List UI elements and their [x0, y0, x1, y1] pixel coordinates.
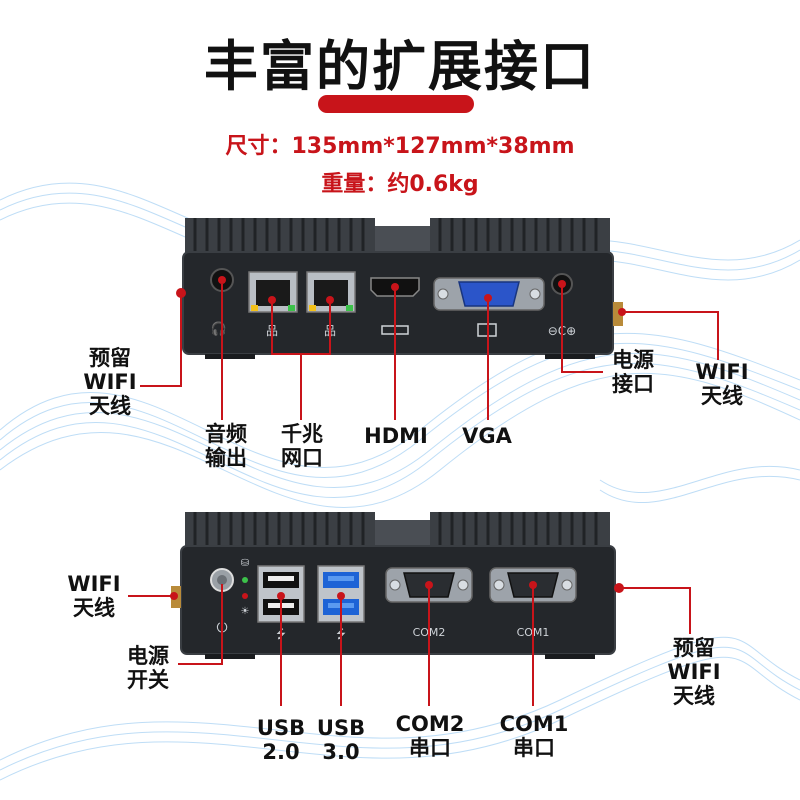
- label-com2: COM2 串口: [395, 712, 465, 761]
- usb3-ports: ⭍: [317, 565, 365, 641]
- label-reserved-wifi-back: 预留 WIFI 天线: [667, 636, 721, 709]
- light-icon: ☀: [241, 606, 250, 617]
- label-gigabit-lan: 千兆 网口: [281, 422, 323, 471]
- label-usb3: USB 3.0: [316, 716, 366, 765]
- label-com1: COM1 串口: [499, 712, 569, 761]
- back-callout-lines: [128, 584, 691, 706]
- label-vga: VGA: [462, 424, 512, 448]
- lan-port-1: 品: [248, 271, 298, 338]
- status-leds: ⛁ ☀: [241, 558, 250, 617]
- back-heatsink-fins: [185, 512, 610, 548]
- label-usb2: USB 2.0: [256, 716, 306, 765]
- label-hdmi: HDMI: [364, 424, 428, 448]
- front-device: 🎧 品 品: [176, 218, 626, 359]
- title-underline: [318, 95, 474, 113]
- back-device: ⏻ ⛁ ☀ ⭍ ⭍: [170, 512, 624, 659]
- headphone-icon: 🎧: [211, 321, 227, 337]
- page-title: 丰富的扩展接口: [204, 35, 596, 98]
- label-wifi-antenna-front: WIFI 天线: [695, 360, 749, 409]
- label-reserved-wifi-front: 预留 WIFI 天线: [83, 346, 137, 419]
- label-power-switch: 电源 开关: [127, 644, 169, 693]
- front-callout-lines: [140, 284, 719, 420]
- spec-size: 尺寸：135mm*127mm*38mm: [225, 134, 575, 159]
- disk-icon: ⛁: [241, 558, 249, 569]
- front-heatsink-fins: [185, 218, 610, 254]
- label-wifi-antenna-back: WIFI 天线: [67, 572, 121, 621]
- front-face: [182, 251, 614, 355]
- label-power-port: 电源 接口: [612, 348, 654, 397]
- label-audio-out: 音频 输出: [205, 422, 247, 471]
- wifi-antenna-connector: [613, 302, 626, 326]
- spec-weight: 重量：约0.6kg: [321, 172, 479, 197]
- vga-port: [433, 277, 545, 337]
